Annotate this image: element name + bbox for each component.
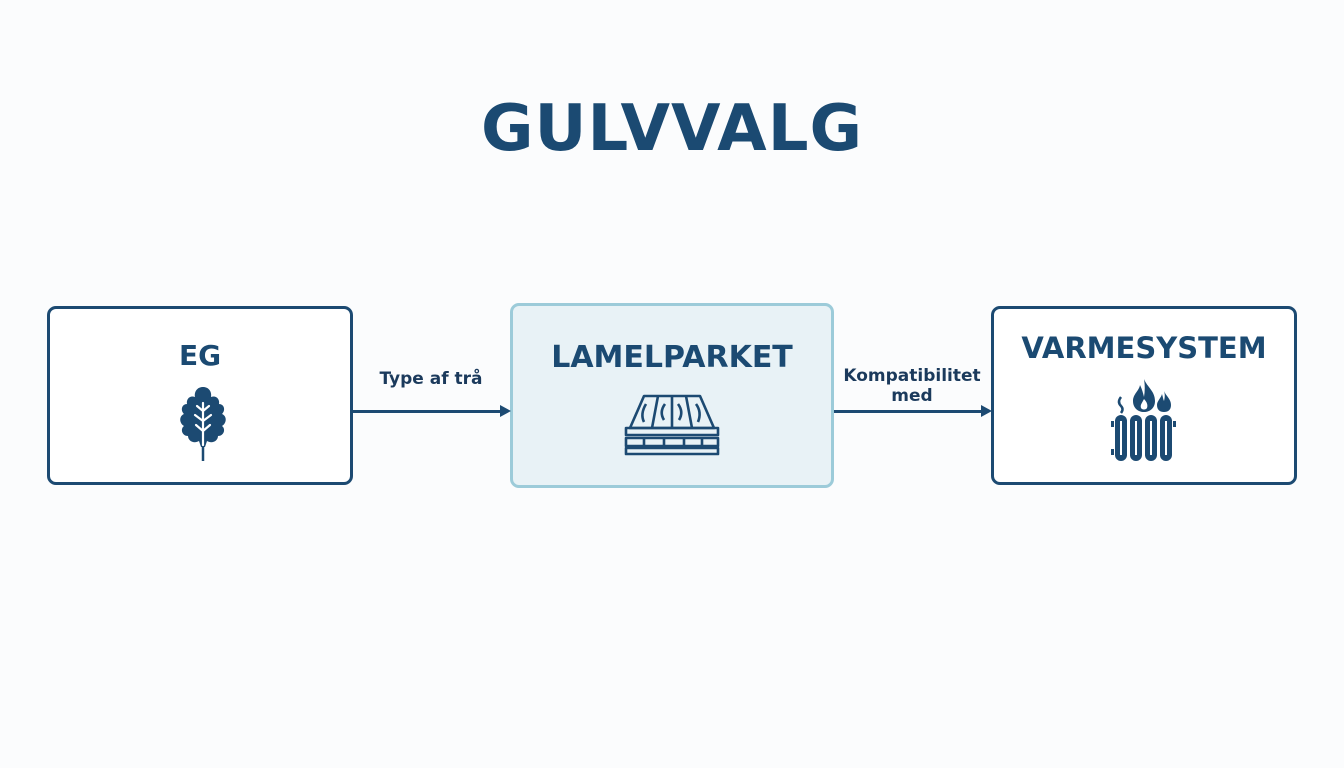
- diagram-title: GULVVALG: [480, 92, 864, 166]
- edge-label-kompatibilitet-med: Kompatibilitet med: [836, 366, 988, 406]
- edge-label-line2: med: [891, 386, 933, 406]
- edge-eg-to-lamelparket: [353, 410, 501, 413]
- edge-label-type-af-tra: Type af trå: [360, 369, 502, 389]
- node-eg: EG: [47, 306, 353, 485]
- node-varmesystem: VARMESYSTEM: [991, 306, 1297, 485]
- edge-label-line1: Kompatibilitet: [843, 366, 981, 386]
- node-eg-label: EG: [178, 339, 222, 372]
- arrowhead-icon: [500, 405, 511, 417]
- parquet-floor-icon: [624, 394, 720, 456]
- node-lamelparket-label: LAMELPARKET: [551, 340, 793, 375]
- oak-leaf-icon: [180, 387, 226, 461]
- arrowhead-icon: [981, 405, 992, 417]
- node-lamelparket: LAMELPARKET: [510, 303, 834, 488]
- radiator-heating-icon: [1111, 379, 1176, 461]
- edge-lamelparket-to-varmesystem: [834, 410, 982, 413]
- node-varmesystem-label: VARMESYSTEM: [1021, 331, 1267, 365]
- edge-label-text: Type af trå: [379, 369, 483, 389]
